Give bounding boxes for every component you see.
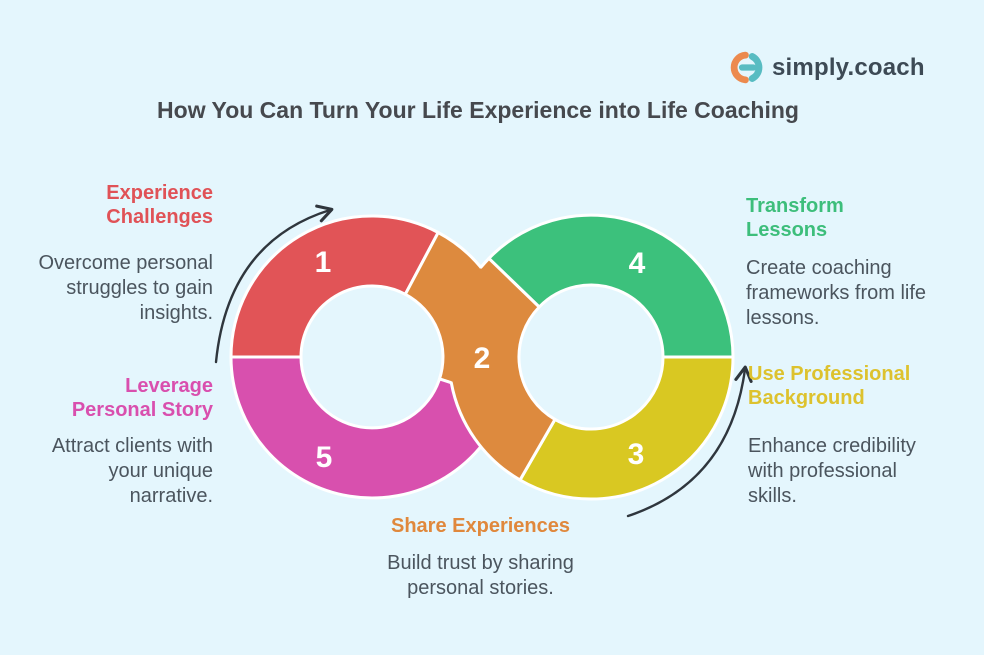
segment-5-leverage-personal-story — [229, 355, 508, 500]
segment-4-transform-lessons — [487, 213, 735, 359]
step-heading-5: Leverage Personal Story — [71, 375, 213, 421]
step-description-2: Build trust by sharing personal stories. — [387, 552, 574, 599]
page-title: How You Can Turn Your Life Experience in… — [157, 97, 799, 123]
step-label-4: Transform Lessons Create coaching framew… — [746, 194, 951, 331]
step-heading-3: Use Professional Background — [748, 363, 911, 409]
step-number-5: 5 — [315, 441, 333, 474]
flow-arrow-left — [214, 204, 334, 364]
segment-2-crossover-arc — [449, 258, 555, 480]
step-heading-4: Transform Lessons — [746, 195, 844, 241]
step-label-5: Leverage Personal Story Attract clients … — [23, 374, 213, 509]
segment-divider-lines — [449, 256, 557, 482]
step-number-1: 1 — [314, 246, 332, 279]
brand-logo: simply.coach — [729, 50, 925, 85]
step-label-2: Share Experiences Build trust by sharing… — [358, 514, 603, 601]
flow-arrow-right — [626, 365, 753, 518]
segment-3-use-professional-background — [518, 355, 735, 501]
step-description-4: Create coaching frameworks from life les… — [746, 257, 927, 329]
step-number-2: 2 — [473, 342, 491, 375]
step-number-3: 3 — [627, 438, 645, 471]
simply-coach-logo-icon — [730, 51, 763, 84]
step-number-4: 4 — [628, 247, 646, 280]
step-label-3: Use Professional Background Enhance cred… — [748, 362, 953, 509]
segment-1-experience-challenges — [229, 214, 440, 359]
brand-logo-text: simply.coach — [772, 53, 925, 81]
step-description-1: Overcome personal struggles to gain insi… — [38, 252, 213, 324]
step-label-1: Experience Challenges Overcome personal … — [23, 181, 213, 326]
step-heading-1: Experience Challenges — [106, 182, 213, 228]
step-description-5: Attract clients with your unique narrati… — [51, 435, 213, 507]
step-description-3: Enhance credibility with professional sk… — [748, 435, 916, 507]
step-heading-2: Share Experiences — [391, 515, 570, 537]
